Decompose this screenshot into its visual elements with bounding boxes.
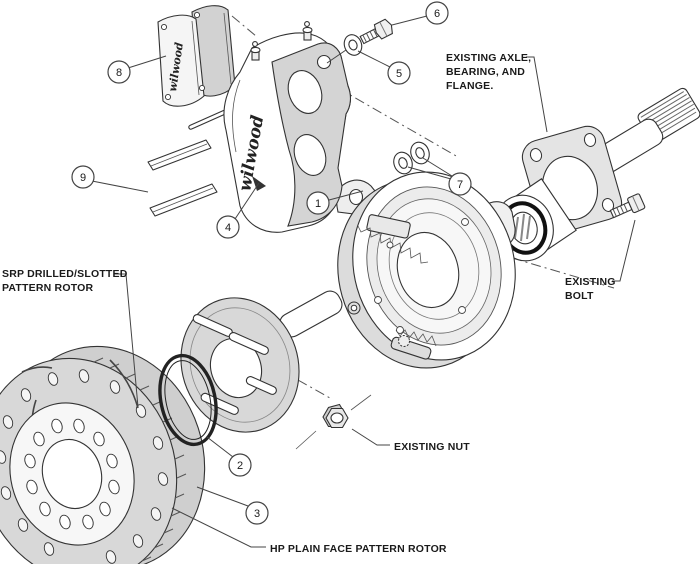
text-labels: EXISTING AXLE, BEARING, AND FLANGE. EXIS… (2, 52, 616, 555)
o-ring (158, 353, 218, 447)
svg-text:1: 1 (315, 198, 321, 210)
anchor-block (366, 214, 411, 239)
plate-holes (374, 218, 469, 334)
assembly-axis-lines (231, 15, 615, 399)
existing-nut (295, 394, 372, 450)
label-existing-nut: EXISTING NUT (394, 441, 470, 453)
existing-bolt (609, 193, 646, 219)
pad-tab-holes (160, 11, 206, 101)
svg-text:3: 3 (254, 508, 260, 520)
caliper-window-lower (293, 134, 327, 176)
rotor-drilled-holes (0, 369, 169, 564)
label-srp-rotor-line1: SRP DRILLED/SLOTTED (2, 268, 128, 280)
caliper-bolt (359, 18, 393, 45)
callout-balloons: 1 2 3 4 5 6 7 8 9 (71, 1, 472, 525)
washers-7 (393, 141, 430, 175)
bleed-screw-left (250, 41, 261, 61)
label-existing-bolt-line1: EXISTING (565, 276, 616, 288)
shoe-hold-down-pin (350, 304, 358, 312)
svg-text:2: 2 (237, 460, 243, 472)
caliper-window-upper (287, 70, 323, 114)
callout-7: 7 (448, 172, 472, 196)
callout-8: 8 (107, 60, 131, 84)
caliper-washer (343, 34, 363, 56)
rotor-hat-holes (24, 418, 120, 530)
callout-9: 9 (71, 165, 95, 189)
clip-lower-line (152, 187, 214, 213)
label-existing-bolt-line2: BOLT (565, 290, 594, 302)
pad-outer (157, 14, 205, 107)
svg-text:7: 7 (457, 179, 463, 191)
svg-text:5: 5 (396, 68, 402, 80)
adjuster-star-wheel (398, 335, 410, 347)
label-existing-axle-line2: BEARING, AND (446, 66, 525, 78)
caliper: wilwood (223, 21, 351, 233)
callout-2: 2 (228, 453, 252, 477)
bleed-screw-right (302, 21, 313, 41)
clip-upper-line (150, 143, 208, 167)
rotor (0, 345, 206, 564)
shoe-ring-inner (388, 212, 480, 320)
callout-5: 5 (387, 61, 411, 85)
callout-1: 1 (306, 191, 330, 215)
pad-inner-edge (223, 12, 232, 85)
svg-text:6: 6 (434, 8, 440, 20)
svg-text:4: 4 (225, 222, 231, 234)
label-hp-rotor: HP PLAIN FACE PATTERN ROTOR (270, 543, 447, 555)
callout-6: 6 (425, 1, 449, 25)
label-existing-axle-line3: FLANGE. (446, 80, 493, 92)
axle-assembly (494, 87, 700, 262)
callout-3: 3 (245, 501, 269, 525)
svg-text:8: 8 (116, 67, 122, 79)
caliper-mount-ear-hole (316, 54, 332, 70)
leader-lines (91, 15, 636, 548)
backing-plate-assembly (336, 171, 516, 369)
rotor-center-hole (41, 438, 103, 510)
caliper-contour (232, 79, 241, 153)
bearing-spline-bore (514, 213, 531, 242)
label-existing-axle-line1: EXISTING AXLE, (446, 52, 531, 64)
callout-4: 4 (216, 215, 240, 239)
pad-friction-edge (191, 20, 200, 96)
brake-pads: wilwood (157, 5, 236, 107)
hub-flange-step (189, 307, 291, 423)
axle-opening (396, 231, 460, 309)
label-srp-rotor-line2: PATTERN ROTOR (2, 282, 93, 294)
svg-text:9: 9 (80, 172, 86, 184)
